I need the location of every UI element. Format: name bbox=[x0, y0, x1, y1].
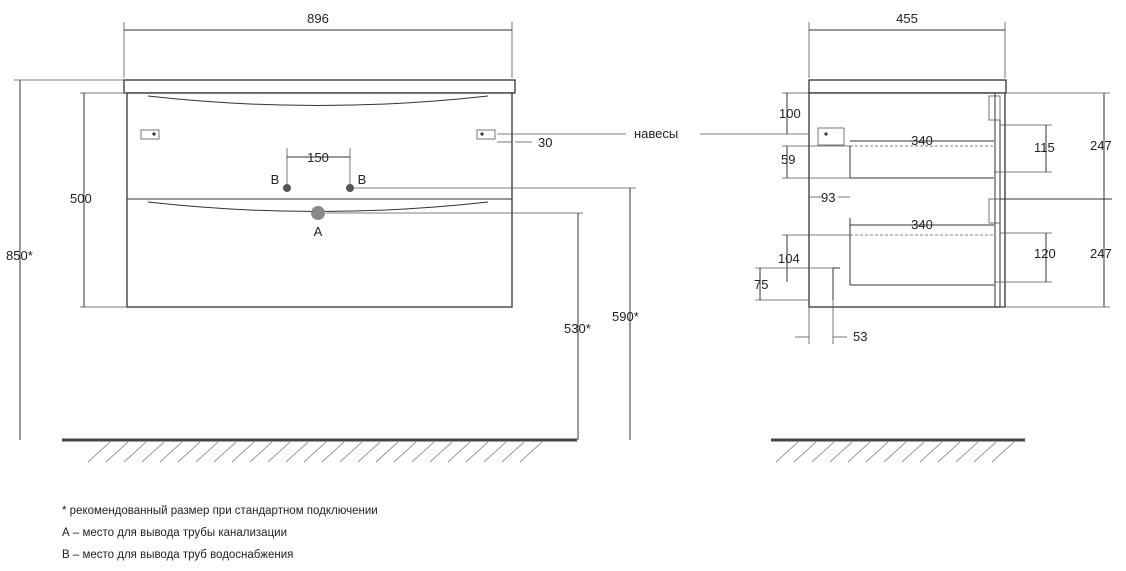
dim-drawer-height-115: 115 bbox=[1034, 140, 1055, 155]
note-recommended-size: * рекомендованный размер при стандартном… bbox=[62, 505, 378, 517]
dim-depth-455: 455 bbox=[896, 11, 918, 26]
dim-bottom-75: 75 bbox=[754, 277, 768, 292]
dim-drawer-height-120: 120 bbox=[1034, 246, 1056, 261]
side-hinge-block bbox=[817, 127, 845, 146]
side-view: 455 340 340 93 1 bbox=[754, 11, 1112, 463]
dim-section-bottom-247: 247 bbox=[1090, 246, 1112, 261]
dim-section-top-247: 247 bbox=[1090, 138, 1112, 153]
dim-hinge-30: 30 bbox=[538, 135, 552, 150]
note-b-water: В – место для вывода труб водоснабжения bbox=[62, 549, 294, 561]
water-pipe-b-left bbox=[283, 184, 291, 192]
front-floor-hatch bbox=[87, 441, 543, 463]
label-b-left: B bbox=[271, 172, 280, 187]
note-a-drain: А – место для вывода трубы канализации bbox=[62, 527, 288, 539]
dim-bottom-104: 104 bbox=[778, 251, 800, 266]
dim-bottom-53: 53 bbox=[853, 329, 867, 344]
front-cabinet-body bbox=[126, 92, 513, 308]
front-view: 896 30 500 850* 150 B B bbox=[6, 11, 818, 463]
dim-hinge-100: 100 bbox=[779, 106, 801, 121]
drain-pipe-a bbox=[311, 206, 325, 220]
dim-back-gap-93: 93 bbox=[821, 190, 835, 205]
hinge-marker-left bbox=[140, 129, 160, 140]
dim-height-850: 850* bbox=[6, 248, 33, 263]
label-a: A bbox=[314, 224, 323, 239]
hinge-marker-right bbox=[476, 129, 496, 140]
dim-pipe-b-590: 590* bbox=[612, 309, 639, 324]
water-pipe-b-right bbox=[346, 184, 354, 192]
front-countertop bbox=[123, 79, 516, 94]
dim-pipe-a-530: 530* bbox=[564, 321, 591, 336]
dim-drawer-depth-bottom-340: 340 bbox=[911, 217, 933, 232]
side-cabinet-body bbox=[808, 92, 1006, 308]
dim-pipe-spacing-150: 150 bbox=[307, 150, 329, 165]
label-b-right: B bbox=[358, 172, 367, 187]
side-floor-hatch bbox=[775, 441, 1015, 463]
dim-height-500: 500 bbox=[70, 191, 92, 206]
side-countertop bbox=[808, 79, 1007, 94]
dim-drawer-depth-top-340: 340 bbox=[911, 133, 933, 148]
dim-width-896: 896 bbox=[307, 11, 329, 26]
notes-block: * рекомендованный размер при стандартном… bbox=[62, 502, 378, 568]
label-hinges: навесы bbox=[634, 126, 678, 141]
dim-drawer-offset-59: 59 bbox=[781, 152, 795, 167]
